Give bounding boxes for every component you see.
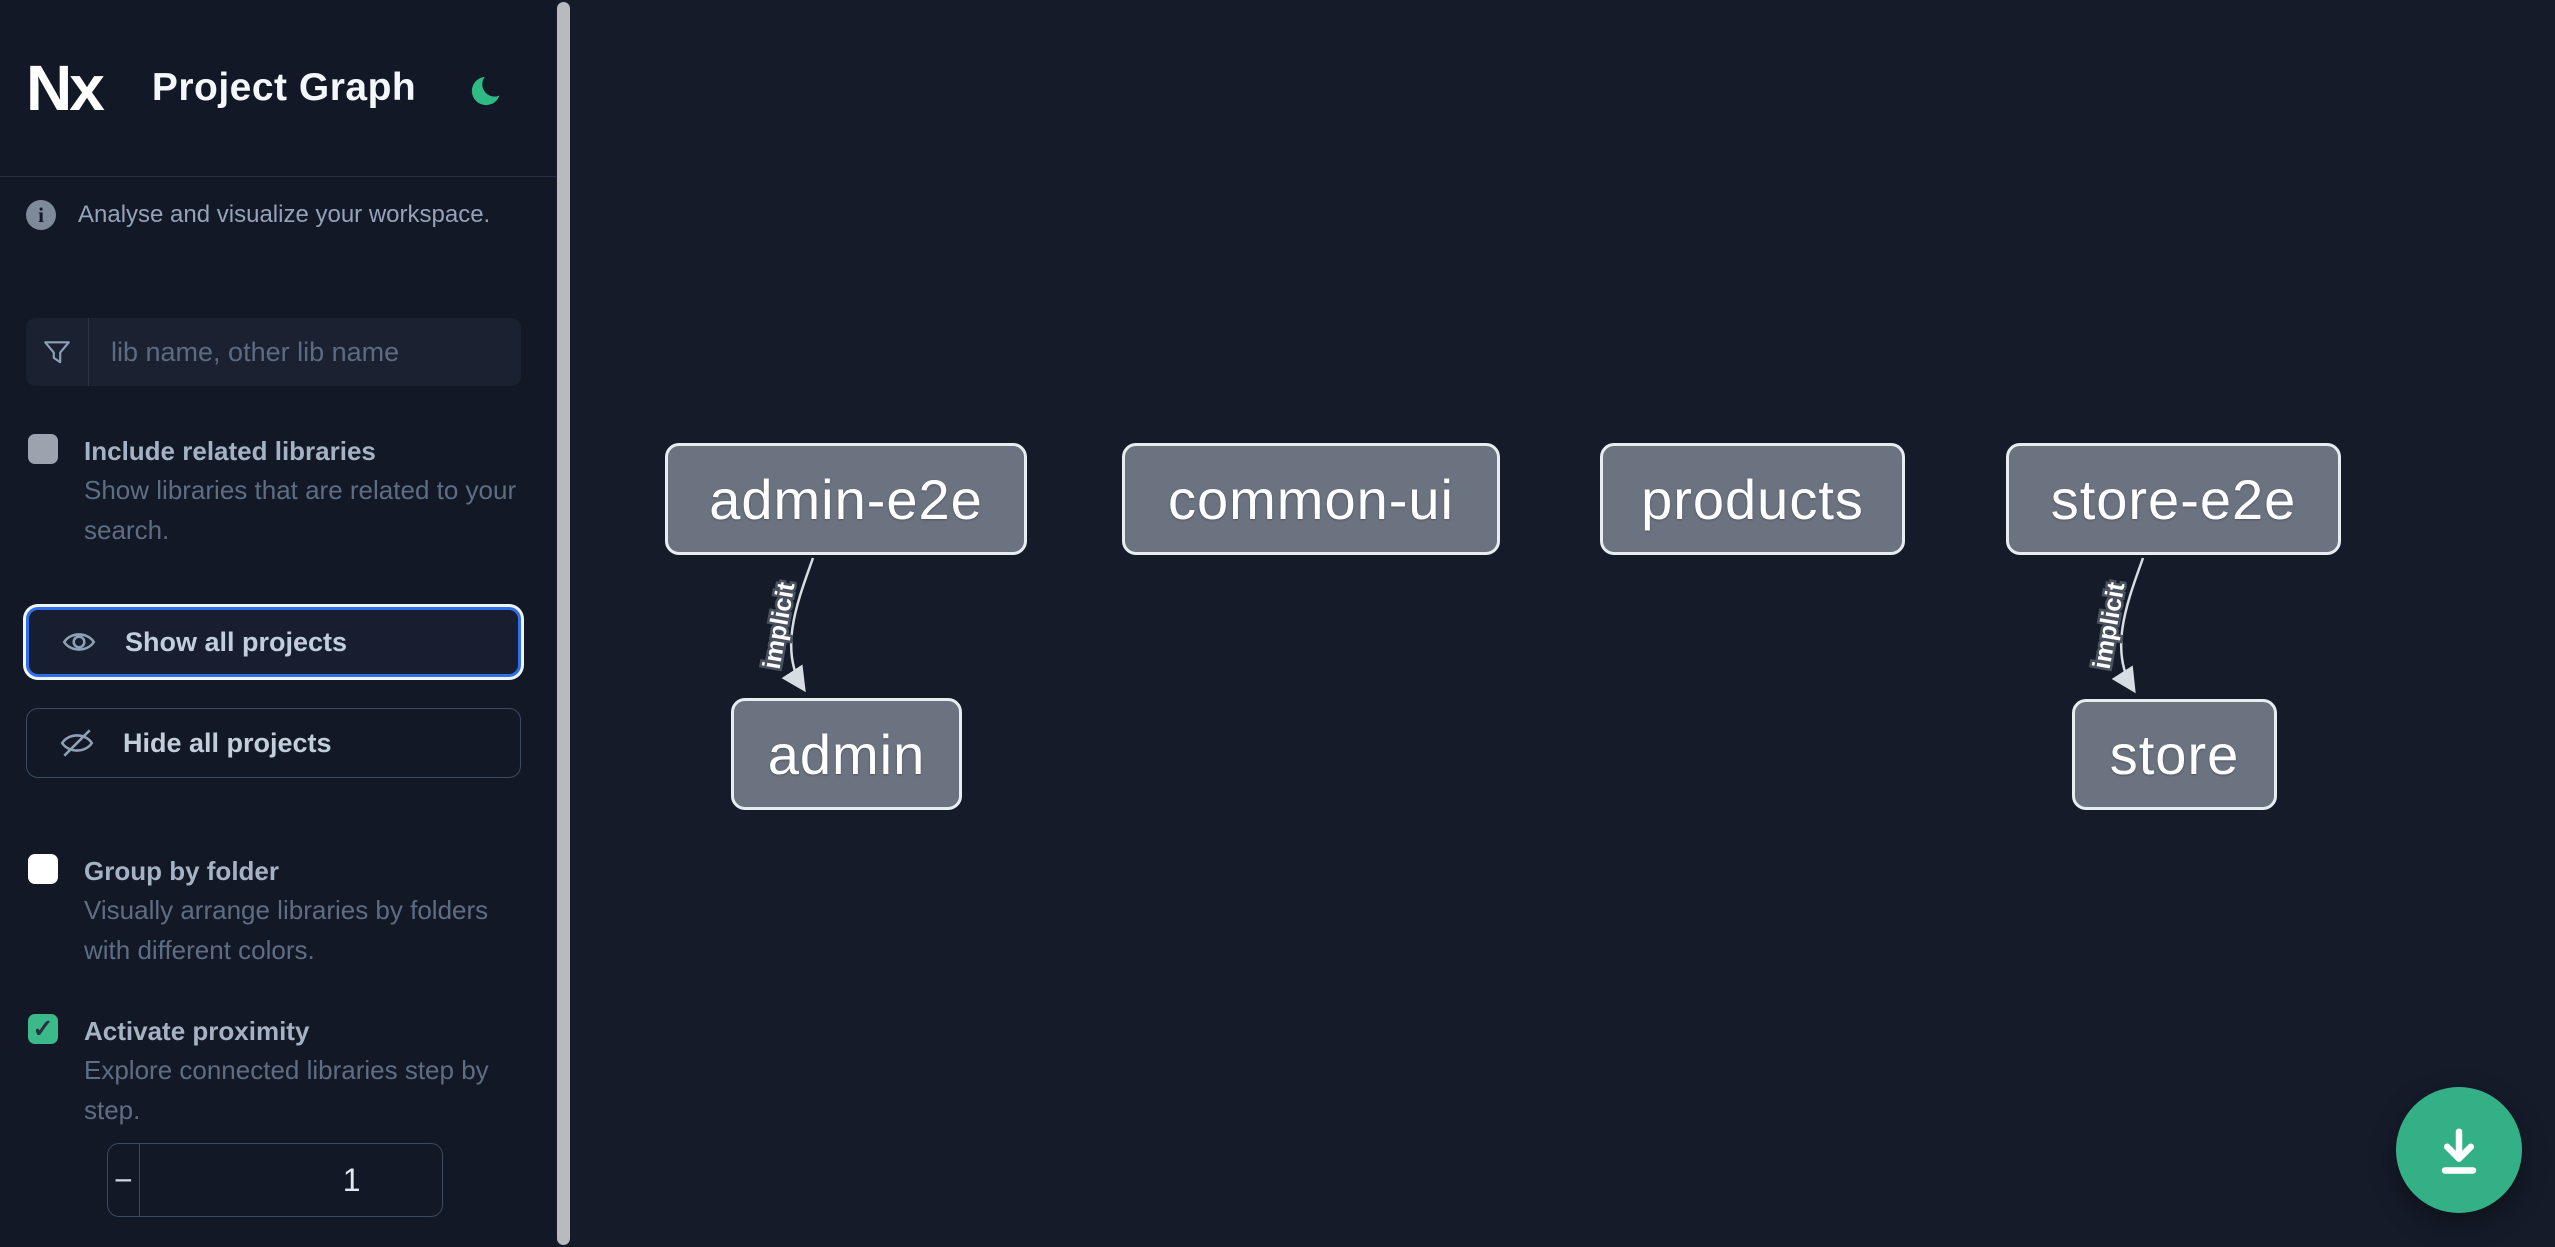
graph-node-store-e2e[interactable]: store-e2e [2006,443,2341,555]
tagline-row: i Analyse and visualize your workspace. [26,200,490,230]
group-by-folder-label: Group by folder [84,856,279,886]
nx-logo: Nx [26,52,105,124]
eye-off-icon [60,729,94,757]
include-related-checkbox[interactable]: ✓ [28,434,58,464]
group-by-folder-description: Visually arrange libraries by folders wi… [84,895,489,965]
info-icon: i [26,200,56,230]
graph-node-common-ui[interactable]: common-ui [1122,443,1500,555]
funnel-icon [26,318,89,386]
proximity-depth-stepper: − + [107,1143,443,1217]
activate-proximity-checkbox[interactable]: ✓ [28,1014,58,1044]
activate-proximity-row: ✓ Activate proximity Explore connected l… [28,1012,522,1130]
graph-node-admin[interactable]: admin [731,698,962,810]
sidebar-header: Nx Project Graph [0,0,556,177]
hide-all-projects-label: Hide all projects [123,727,332,758]
decrement-button[interactable]: − [108,1144,140,1216]
graph-node-admin-e2e[interactable]: admin-e2e [665,443,1027,555]
sidebar-scrollbar-thumb[interactable] [557,2,570,1245]
activate-proximity-label: Activate proximity [84,1016,310,1046]
hide-all-projects-button[interactable]: Hide all projects [26,708,521,778]
include-related-label: Include related libraries [84,436,376,466]
page-title: Project Graph [151,66,417,109]
include-related-description: Show libraries that are related to your … [84,475,517,545]
show-all-projects-label: Show all projects [125,626,348,657]
graph-canvas[interactable] [571,0,2555,1247]
filter-input[interactable] [89,318,521,386]
depth-value-input[interactable] [139,1144,442,1216]
filter-box [26,318,521,386]
download-image-button[interactable] [2396,1087,2522,1213]
activate-proximity-description: Explore connected libraries step by step… [84,1055,489,1125]
tagline-text: Analyse and visualize your workspace. [78,201,491,228]
show-all-projects-button[interactable]: Show all projects [26,607,521,677]
sidebar: Nx Project Graph i Analyse and visualize… [0,0,556,1247]
moon-icon[interactable] [470,73,504,107]
eye-icon [62,633,96,651]
download-icon [2441,1128,2477,1174]
group-by-folder-checkbox[interactable]: ✓ [28,854,58,884]
graph-node-store[interactable]: store [2072,699,2277,810]
include-related-row: ✓ Include related libraries Show librari… [28,432,522,550]
graph-node-products[interactable]: products [1600,443,1905,555]
group-by-folder-row: ✓ Group by folder Visually arrange libra… [28,852,522,970]
